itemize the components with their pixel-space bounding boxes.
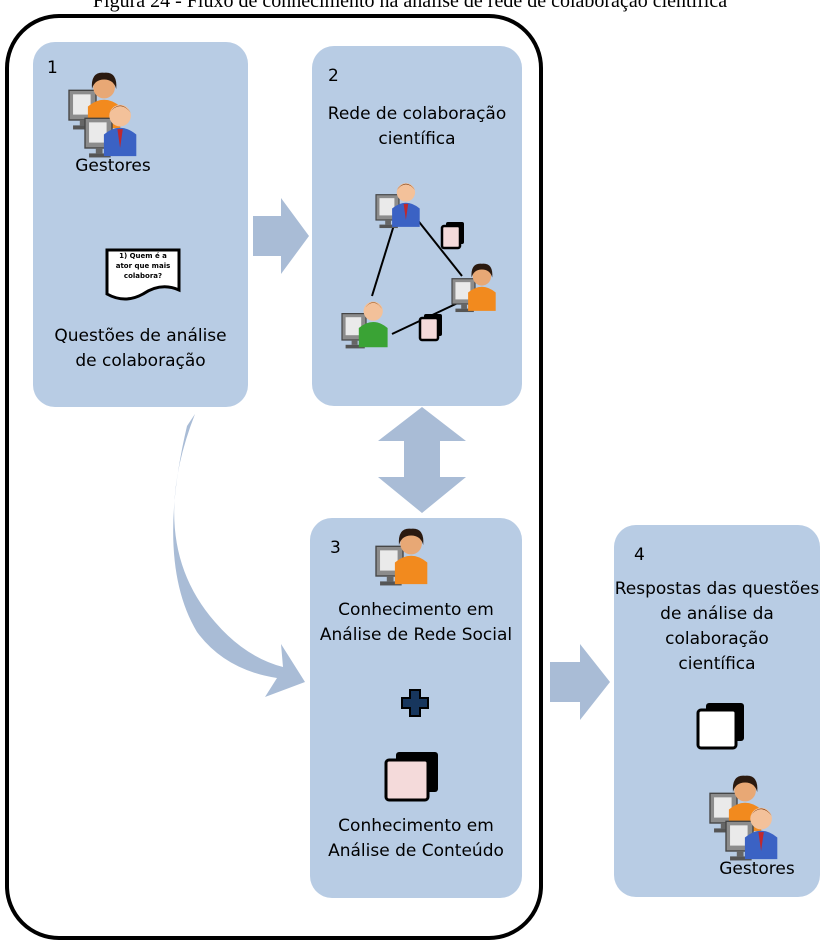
document-stack-icon: [696, 703, 744, 750]
researcher-icon: [341, 301, 389, 350]
step-4-number: 4: [634, 545, 645, 565]
document-text: 1) Quem é a ator que mais colabora?: [105, 251, 181, 281]
step-1-title: Gestores: [75, 156, 151, 176]
document-text-line: 1) Quem é a: [119, 252, 167, 260]
arrow-1-to-3-curved: [173, 414, 305, 697]
title-line: Rede de colaboração: [327, 104, 507, 124]
collaboration-network: [341, 182, 497, 350]
managers-icon: [68, 71, 137, 159]
step-1-subtitle: Questões de análise de colaboração: [33, 324, 248, 374]
document-text-line: colabora?: [123, 272, 163, 280]
subtitle-line: de colaboração: [75, 351, 206, 371]
title-line: colaboração: [665, 629, 769, 649]
document-icon: [105, 248, 181, 301]
step-3-box: 3 Conhecimento em Análise de Rede Social…: [310, 518, 522, 898]
text-line: Análise de Rede Social: [319, 625, 513, 645]
document-icon: [440, 220, 466, 250]
text-line: Conhecimento em: [338, 816, 494, 836]
arrow-1-to-2: [253, 198, 309, 274]
plus-icon: [401, 689, 429, 717]
document-stack-icon: [384, 752, 438, 802]
step-4-title: Respostas das questões de análise da col…: [614, 577, 820, 677]
managers-icon: [709, 774, 778, 862]
arrow-2-to-3-bidirectional: [378, 407, 466, 513]
step-2-box: 2 Rede de colaboração científica: [312, 46, 522, 406]
step-4-footer: Gestores: [719, 859, 795, 879]
document-text-line: ator que mais: [115, 262, 171, 270]
figure-caption: Figura 24 - Fluxo de conhecimento na aná…: [92, 0, 728, 12]
step-1-box: 1 Gestores 1) Quem é a ator que mais col…: [33, 42, 248, 407]
title-line: científica: [378, 129, 456, 149]
step-3-text-content: Conhecimento em Análise de Conteúdo: [310, 814, 522, 864]
title-line: científica: [678, 654, 756, 674]
title-line: de análise da: [660, 604, 774, 624]
subtitle-line: Questões de análise: [54, 326, 227, 346]
step-4-box: 4 Respostas das questões de análise da c…: [614, 525, 820, 897]
step-3-text-sna: Conhecimento em Análise de Rede Social: [310, 598, 522, 648]
step-2-title: Rede de colaboração científica: [312, 102, 522, 152]
step-2-number: 2: [328, 66, 339, 86]
document-icon: [418, 312, 444, 342]
analyst-icon: [375, 527, 428, 587]
researcher-icon: [375, 182, 421, 229]
step-3-number: 3: [330, 538, 341, 558]
arrow-3-to-4: [550, 644, 610, 720]
step-1-number: 1: [47, 58, 58, 78]
text-line: Análise de Conteúdo: [328, 841, 504, 861]
title-line: Respostas das questões: [614, 579, 820, 599]
text-line: Conhecimento em: [338, 600, 494, 620]
